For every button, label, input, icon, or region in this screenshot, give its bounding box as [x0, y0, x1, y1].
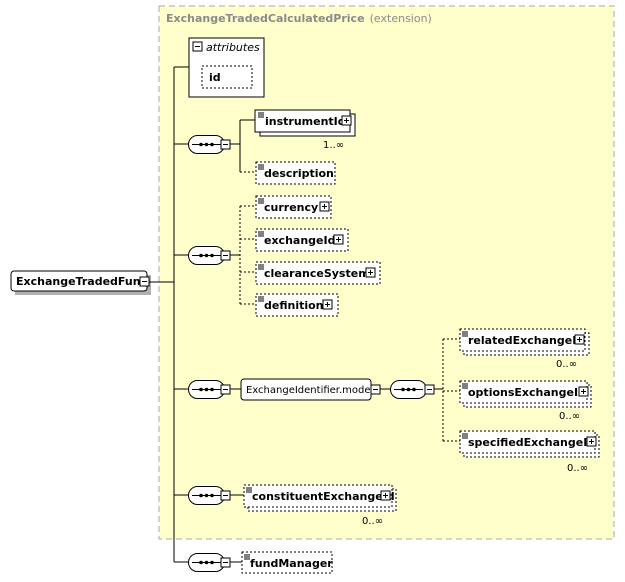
expand-exchangeid-icon[interactable] — [333, 234, 344, 245]
element-clearancesystem[interactable] — [255, 261, 381, 285]
expand-specifiedexchangeid-icon[interactable] — [586, 436, 597, 447]
relatedexchangeid-label: relatedExchangeId — [468, 334, 584, 347]
element-description[interactable] — [255, 161, 336, 185]
collapse-group-icon[interactable] — [370, 384, 381, 395]
constituentexchangeid-label: constituentExchangeId — [252, 490, 395, 503]
group-label: ExchangeIdentifier.model — [246, 385, 373, 396]
collapse-sequence-4-icon[interactable] — [424, 384, 435, 395]
fundmanager-label: fundManager — [250, 557, 333, 570]
attribute-id[interactable] — [201, 65, 253, 89]
sequence-5-icon — [188, 486, 225, 505]
collapse-sequence-1-icon[interactable] — [220, 139, 231, 150]
element-definition[interactable] — [255, 293, 339, 317]
element-constituentexchangeid[interactable] — [243, 484, 393, 508]
sequence-6-icon — [188, 553, 225, 572]
expand-clearancesystem-icon[interactable] — [365, 267, 376, 278]
expand-definition-icon[interactable] — [322, 299, 333, 310]
attribute-id-label: id — [209, 71, 221, 84]
specifiedexchangeid-label: specifiedExchangeId — [468, 436, 595, 449]
expand-constituentexchangeid-icon[interactable] — [380, 490, 391, 501]
sequence-1-icon — [188, 135, 225, 154]
constituentexchangeid-occurs: 0..∞ — [362, 516, 383, 527]
relatedexchangeid-occurs: 0..∞ — [556, 359, 577, 370]
exchangeid-label: exchangeId — [264, 234, 335, 247]
sequence-2-icon — [188, 246, 225, 265]
instrumentid-label: instrumentId — [265, 115, 346, 128]
optionsexchangeid-label: optionsExchangeId — [468, 386, 586, 399]
element-fundmanager[interactable] — [241, 551, 333, 574]
element-relatedexchangeid[interactable] — [459, 328, 586, 352]
expand-relatedexchangeid-icon[interactable] — [574, 334, 585, 345]
description-label: description — [264, 167, 334, 180]
extension-title: ExchangeTradedCalculatedPrice (extension… — [166, 7, 432, 26]
exchangetradedfund-label: ExchangeTradedFund — [16, 275, 148, 288]
instrumentid-occurs: 1..∞ — [323, 140, 344, 151]
collapse-sequence-2-icon[interactable] — [220, 250, 231, 261]
element-exchangeid[interactable] — [255, 228, 349, 252]
collapse-sequence-5-icon[interactable] — [220, 490, 231, 501]
element-currency[interactable] — [255, 195, 332, 219]
expand-optionsexchangeid-icon[interactable] — [578, 386, 589, 397]
optionsexchangeid-occurs: 0..∞ — [559, 411, 580, 422]
expand-currency-icon[interactable] — [319, 201, 330, 212]
collapse-root-icon[interactable] — [139, 276, 150, 287]
expand-instrumentid-icon[interactable] — [341, 115, 352, 126]
collapse-sequence-6-icon[interactable] — [220, 557, 231, 568]
sequence-4-icon — [390, 380, 427, 399]
currency-label: currency — [264, 201, 318, 214]
clearancesystem-label: clearanceSystem — [264, 267, 370, 280]
attributes-title: attributes — [206, 41, 260, 54]
collapse-sequence-3-icon[interactable] — [220, 384, 231, 395]
definition-label: definition — [264, 299, 324, 312]
collapse-attributes-icon[interactable] — [192, 41, 203, 52]
specifiedexchangeid-occurs: 0..∞ — [567, 463, 588, 474]
sequence-3-icon — [188, 380, 225, 399]
